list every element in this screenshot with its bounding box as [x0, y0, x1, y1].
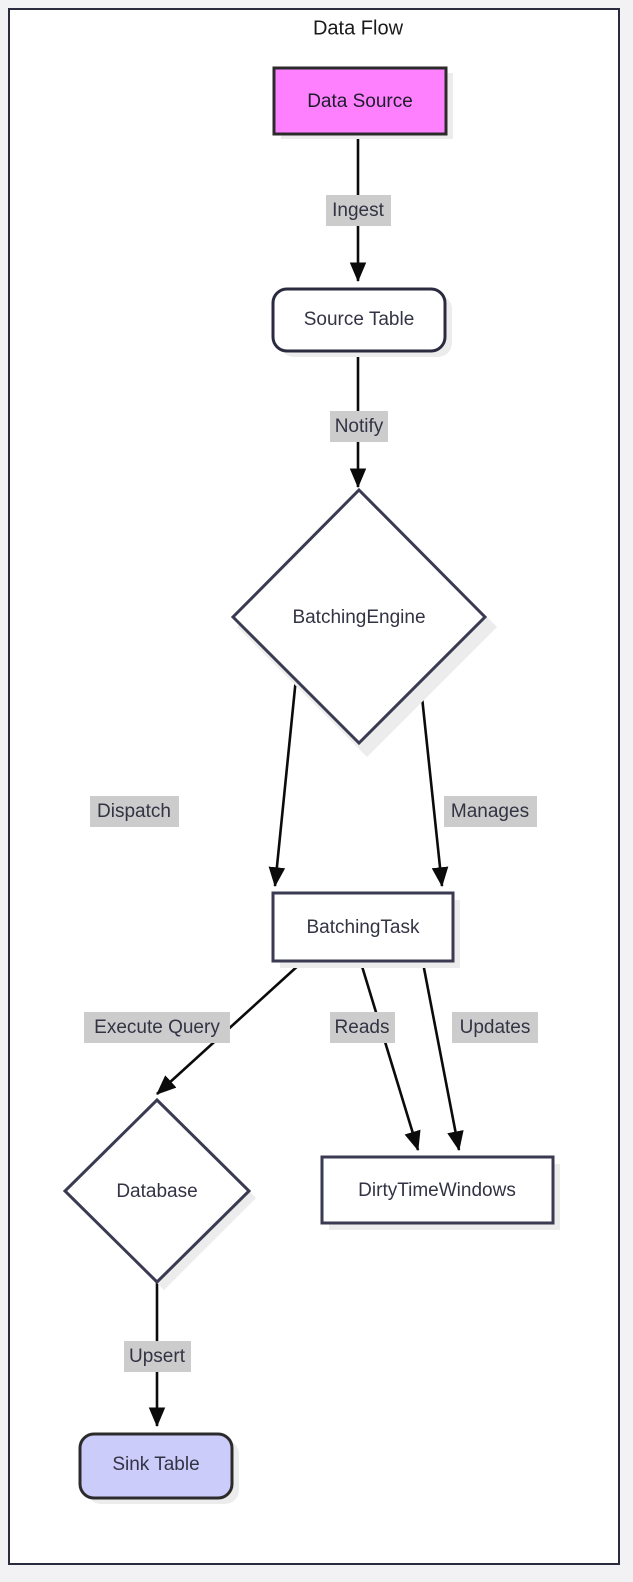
- edge-label-bg: [330, 1012, 395, 1043]
- edge-label-upsert-text: Upsert: [129, 1346, 186, 1367]
- node-data-source[interactable]: Data Source: [272, 66, 453, 139]
- node-batching-task[interactable]: BatchingTask: [271, 891, 460, 968]
- edge-label-bg: [90, 796, 179, 827]
- node-batching-engine-shape: [230, 487, 488, 746]
- node-dirty-time-windows-shape: [320, 1155, 555, 1225]
- edge-label-bg: [124, 1341, 191, 1372]
- edge-label-execute-query-text: Execute Query: [94, 1017, 220, 1038]
- edge-label-bg: [330, 411, 388, 442]
- edge-label-reads: Reads: [330, 1012, 395, 1043]
- edge-label-ingest: Ingest: [326, 195, 391, 226]
- node-source-table-label: Source Table: [304, 309, 415, 330]
- node-dirty-time-windows-label: DirtyTimeWindows: [358, 1180, 516, 1201]
- node-database[interactable]: Database: [62, 1097, 256, 1290]
- node-data-source-shape: [272, 66, 448, 136]
- node-batching-task-label: BatchingTask: [306, 917, 420, 938]
- edge-label-manages: Manages: [444, 796, 537, 827]
- node-sink-table-label: Sink Table: [112, 1454, 199, 1475]
- edge-label-bg: [452, 1012, 538, 1043]
- diagram-frame: [8, 8, 620, 1565]
- edge-label-execute-query: Execute Query: [84, 1012, 230, 1043]
- edge-label-notify: Notify: [330, 411, 388, 442]
- edge-label-bg: [444, 796, 537, 827]
- node-batching-engine-label: BatchingEngine: [292, 607, 425, 628]
- node-database-shape: [62, 1097, 252, 1285]
- edge-updates-line: [421, 962, 464, 1152]
- edge-reads-line: [359, 962, 421, 1151]
- edge-label-notify-text: Notify: [335, 416, 384, 437]
- edge-label-bg: [84, 1012, 230, 1043]
- edge-label-dispatch-text: Dispatch: [97, 801, 171, 822]
- node-data-source-label: Data Source: [307, 91, 413, 112]
- edge-labels-layer: Ingest Notify Dispatch Manages Execute Q…: [84, 195, 538, 1372]
- node-source-table[interactable]: Source Table: [271, 287, 452, 357]
- node-source-table-shape: [271, 287, 447, 353]
- node-sink-table[interactable]: Sink Table: [78, 1432, 239, 1504]
- edge-label-upsert: Upsert: [124, 1341, 191, 1372]
- edge-dispatch-line: [268, 677, 298, 888]
- diagram-title: Data Flow: [313, 17, 404, 39]
- edge-label-ingest-text: Ingest: [332, 200, 384, 221]
- node-sink-table-shape: [78, 1432, 234, 1500]
- node-database-label: Database: [116, 1181, 197, 1202]
- edge-label-updates-text: Updates: [460, 1017, 531, 1038]
- node-batching-task-shape: [271, 891, 455, 963]
- edge-label-bg: [326, 195, 391, 226]
- edge-label-updates: Updates: [452, 1012, 538, 1043]
- edge-manages-line: [418, 677, 449, 888]
- edge-label-reads-text: Reads: [335, 1017, 390, 1038]
- edge-label-dispatch: Dispatch: [90, 796, 179, 827]
- edge-label-manages-text: Manages: [451, 801, 529, 822]
- node-dirty-time-windows[interactable]: DirtyTimeWindows: [320, 1155, 560, 1230]
- node-batching-engine[interactable]: BatchingEngine: [230, 487, 497, 757]
